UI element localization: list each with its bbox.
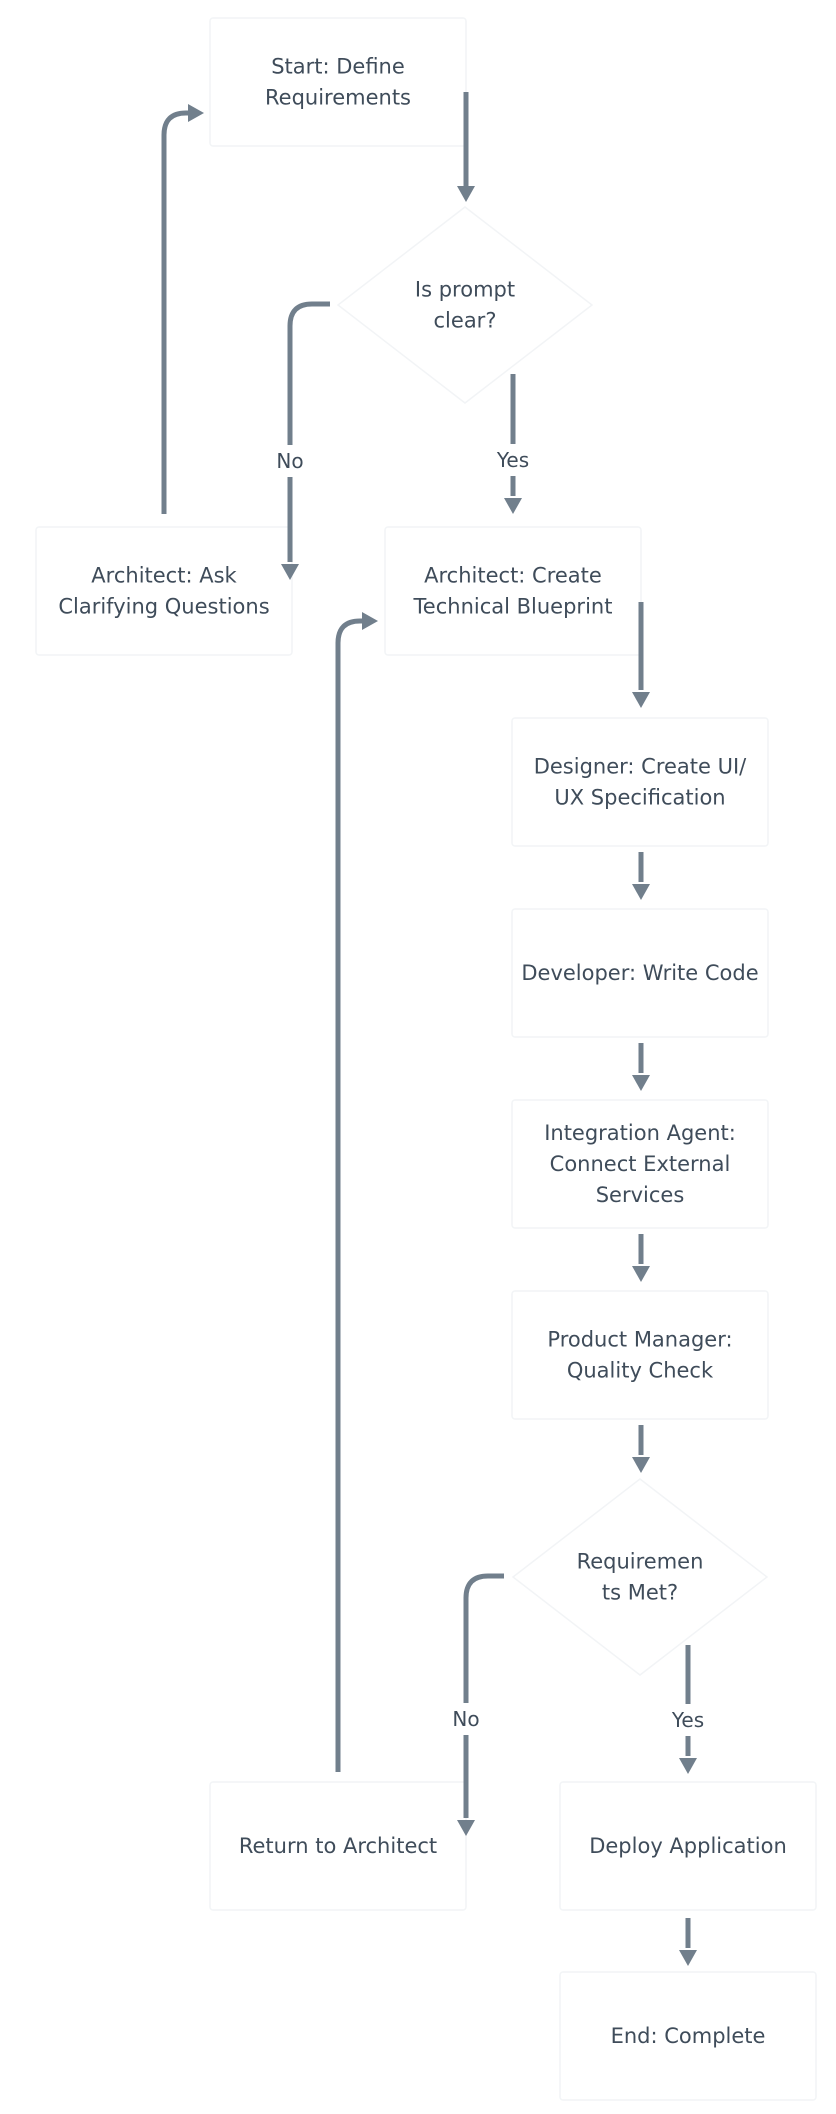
node-label-line: Architect: Create [424, 564, 602, 588]
node-label-line: UX Specification [554, 786, 725, 810]
edge-developer-to-integration [632, 1043, 650, 1091]
node-label-line: Return to Architect [239, 1834, 437, 1858]
node-return-architect: Return to Architect [209, 1781, 467, 1911]
edge-label-background [442, 1703, 490, 1735]
edge-prompt-clear-to-ask-questions: No [266, 301, 330, 580]
node-label-line: Start: Define [271, 55, 405, 79]
arrowhead [679, 1950, 697, 1966]
node-label-line: Technical Blueprint [413, 595, 613, 619]
connector-line [161, 110, 190, 514]
node-label-line: Connect External [550, 1152, 731, 1176]
connector-line [463, 1573, 504, 1818]
edge-designer-to-developer [632, 852, 650, 900]
edge-label-background [266, 445, 314, 477]
node-deploy: Deploy Application [559, 1781, 817, 1911]
arrowhead [457, 186, 475, 202]
decision-diamond [336, 206, 594, 404]
arrowhead [362, 612, 378, 630]
node-label-line: Deploy Application [589, 1834, 787, 1858]
arrowhead [632, 1457, 650, 1473]
node-label-line: ts Met? [602, 1581, 678, 1605]
process-box [209, 1781, 467, 1911]
arrowhead [632, 1075, 650, 1091]
decision-diamond [511, 1478, 769, 1676]
arrowhead [504, 498, 522, 514]
node-label-line: Developer: Write Code [521, 961, 758, 985]
node-label-line: clear? [434, 309, 497, 333]
edge-deploy-to-end [679, 1918, 697, 1966]
edge-prompt-clear-to-blueprint: Yes [489, 374, 537, 514]
node-label-line: Clarifying Questions [58, 595, 269, 619]
edge-label: Yes [671, 1708, 704, 1732]
edge-start-to-prompt-clear [457, 92, 475, 202]
edge-return-architect-to-blueprint [335, 612, 378, 1772]
node-label-line: Integration Agent: [544, 1121, 736, 1145]
node-label-line: Architect: Ask [91, 564, 237, 588]
edge-label-background [489, 444, 537, 476]
arrowhead [632, 884, 650, 900]
process-box [384, 526, 642, 656]
edge-requirements-met-to-return-architect: No [442, 1573, 504, 1836]
connector-line [287, 301, 330, 562]
node-label-line: End: Complete [611, 2024, 766, 2048]
edge-ask-questions-to-start [161, 104, 204, 514]
node-prompt-clear: Is prompt clear? [336, 206, 594, 404]
process-box [511, 1099, 769, 1229]
process-box [511, 717, 769, 847]
node-product-manager: Product Manager: Quality Check [511, 1290, 769, 1420]
arrowhead [457, 1820, 475, 1836]
edge-label: No [276, 449, 303, 473]
node-label-line: Designer: Create UI/ [534, 755, 747, 779]
node-label-line: Services [596, 1183, 685, 1207]
node-developer: Developer: Write Code [511, 908, 769, 1038]
process-box [511, 908, 769, 1038]
edge-requirements-met-to-deploy: Yes [664, 1645, 712, 1774]
arrowhead [679, 1758, 697, 1774]
node-label-line: Quality Check [567, 1359, 714, 1383]
edge-blueprint-to-designer [632, 602, 650, 708]
edge-label: No [452, 1707, 479, 1731]
edge-label-background [664, 1704, 712, 1736]
arrowhead [632, 692, 650, 708]
edge-product-manager-to-requirements-met [632, 1425, 650, 1473]
process-box [209, 17, 467, 147]
arrowhead [632, 1266, 650, 1282]
node-label-line: Requiremen [577, 1550, 704, 1574]
process-box [559, 1781, 817, 1911]
edge-label: Yes [496, 448, 529, 472]
node-label-line: Product Manager: [547, 1328, 732, 1352]
process-box [35, 526, 293, 656]
node-label-line: Is prompt [415, 278, 515, 302]
node-label-line: Requirements [265, 86, 411, 110]
connector-line [335, 618, 363, 1772]
process-box [559, 1971, 817, 2101]
node-integration: Integration Agent: Connect ExternalServic… [511, 1099, 769, 1229]
node-requirements-met: Requiremen ts Met? [511, 1478, 769, 1676]
node-designer: Designer: Create UI/UX Specification [511, 717, 769, 847]
node-end: End: Complete [559, 1971, 817, 2101]
edge-integration-to-product-manager [632, 1234, 650, 1282]
arrowhead [188, 104, 204, 122]
process-box [511, 1290, 769, 1420]
arrowhead [281, 564, 299, 580]
